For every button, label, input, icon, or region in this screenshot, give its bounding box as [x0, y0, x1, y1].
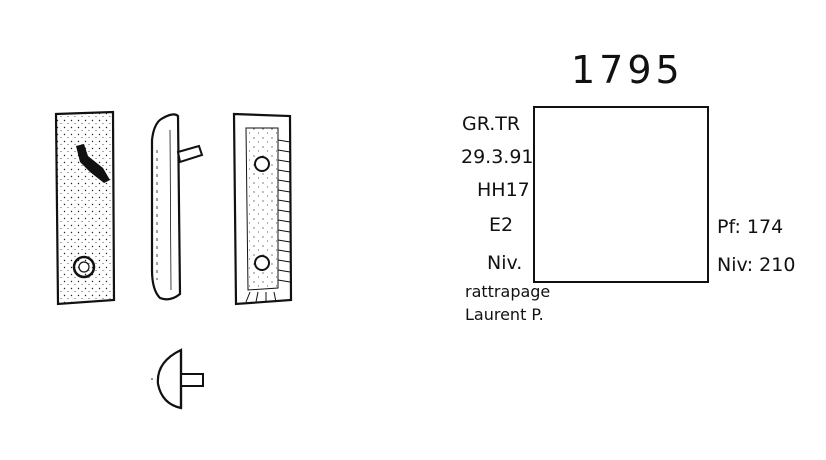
depth-label: Pf: 174 [717, 216, 784, 238]
photo-frame [533, 106, 709, 283]
front-view [54, 110, 116, 306]
catalog-number: 1795 [571, 48, 684, 92]
level-value-label: Niv: 210 [717, 254, 796, 276]
date-label: 29.3.91 [461, 146, 534, 168]
square-label: HH17 [477, 179, 530, 201]
layer-label: E2 [489, 214, 514, 236]
level-label: Niv. [487, 252, 523, 274]
site-label: GR.TR [462, 113, 521, 135]
section-view [151, 348, 204, 410]
author-label: Laurent P. [465, 305, 544, 324]
back-view [232, 112, 293, 306]
side-view [150, 113, 204, 301]
note-label: rattrapage [465, 282, 551, 301]
